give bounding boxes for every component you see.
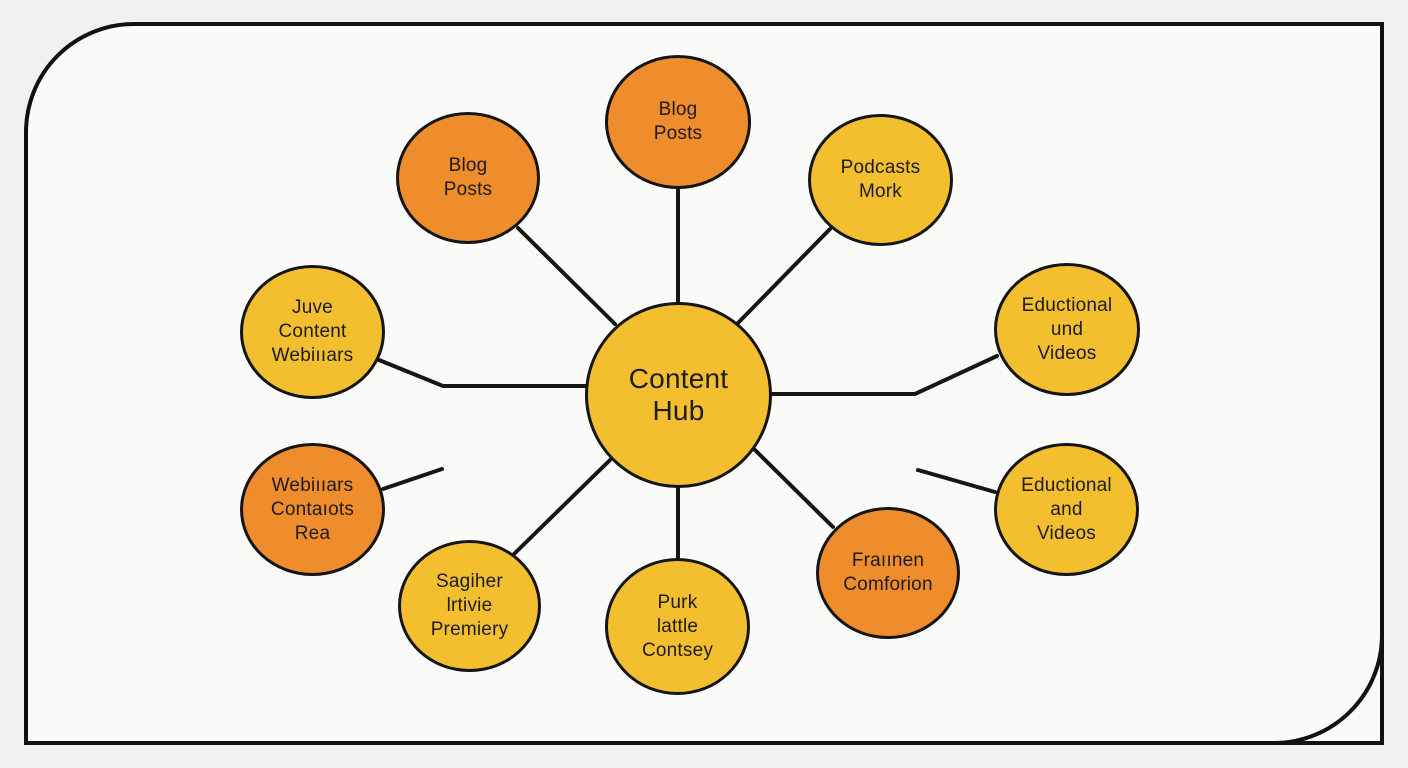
node-blog-posts-left[interactable]: Blog Posts <box>396 112 540 244</box>
node-label: Blog Posts <box>443 155 493 200</box>
node-label: Webiııars Contaıots Rea <box>270 474 355 544</box>
node-label: Sagiher lrtivie Premiery <box>430 571 509 640</box>
connector-eductional-videos-upper <box>770 354 999 396</box>
connector-webinars-contaiots-rea <box>381 467 444 491</box>
node-purk-latte-contsey[interactable]: Purk lattle Contsey <box>605 558 750 695</box>
node-label: Eductional and Videos <box>1021 474 1112 544</box>
connector-juve-content-webinars <box>377 358 588 388</box>
node-label: Eductional und Videos <box>1021 294 1113 364</box>
node-sagiher-lrtivie-premiery[interactable]: Sagiher lrtivie Premiery <box>398 540 541 672</box>
node-label: Purk lattle Contsey <box>641 591 714 661</box>
node-fraınen-comforion[interactable]: Fraıınen Comforion <box>816 507 960 639</box>
node-label: Podcasts Mork <box>840 157 921 202</box>
connector-fraınen-comforion <box>753 448 835 529</box>
node-label: Blog Posts <box>653 99 703 144</box>
node-webinars-contaiots-rea[interactable]: Webiııars Contaıots Rea <box>240 443 385 576</box>
connector-blog-posts-left <box>516 226 617 326</box>
connector-eductional-videos-lower <box>916 468 997 494</box>
node-eductional-videos-upper[interactable]: Eductional und Videos <box>994 263 1140 396</box>
node-label: Fraıınen Comforion <box>843 550 933 595</box>
hub-label: Content Hub <box>628 363 729 426</box>
node-content-hub[interactable]: Content Hub <box>585 302 772 488</box>
node-eductional-videos-lower[interactable]: Eductional and Videos <box>994 443 1139 576</box>
connector-podcasts-mork <box>735 227 832 326</box>
node-label: Juve Content Webiııars <box>271 297 354 366</box>
node-podcasts-mork[interactable]: Podcasts Mork <box>808 114 953 246</box>
connector-sagiher-lrtivie-premiery <box>512 458 612 556</box>
node-blog-posts-top[interactable]: Blog Posts <box>605 55 751 189</box>
node-juve-content-webinars[interactable]: Juve Content Webiııars <box>240 265 385 399</box>
